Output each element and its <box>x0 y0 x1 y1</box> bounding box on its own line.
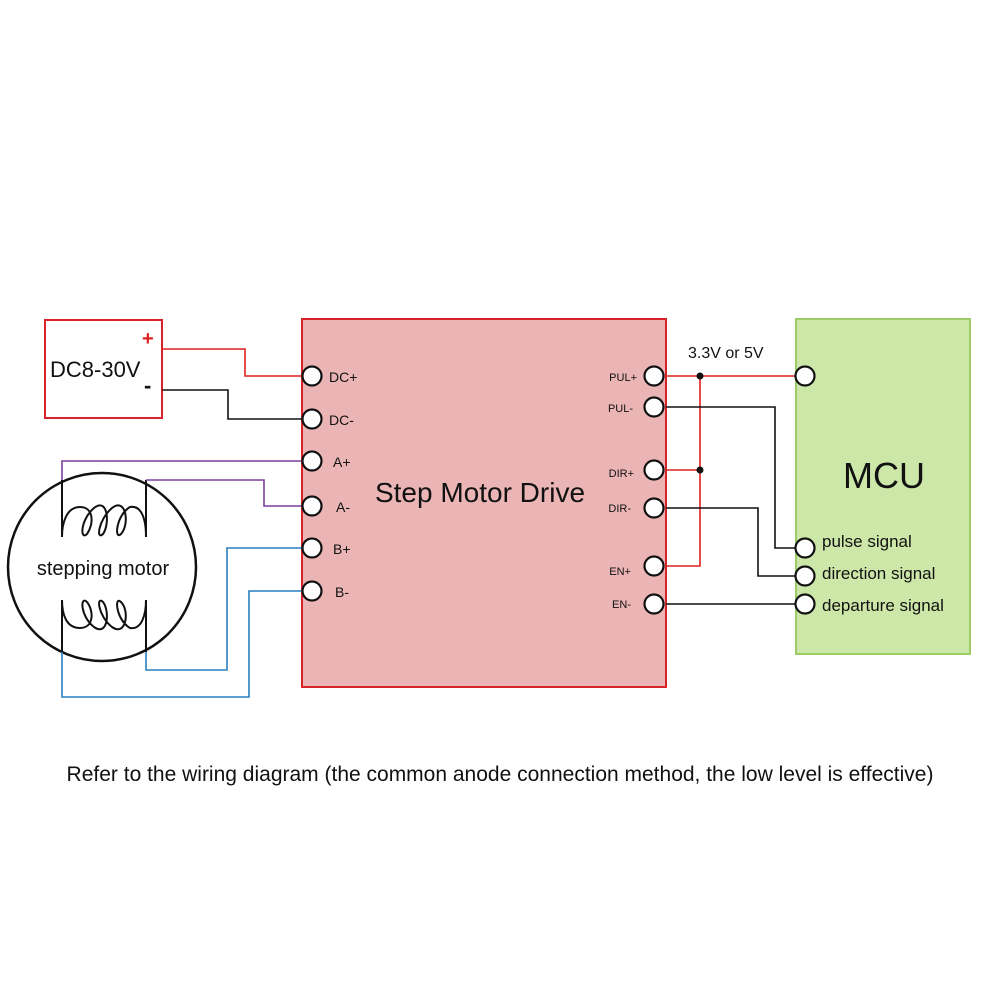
mcu-terminal-pulse <box>794 537 816 559</box>
terminal-pul-plus <box>643 365 665 387</box>
wire-a-minus <box>146 479 302 507</box>
diagram-caption: Refer to the wiring diagram (the common … <box>67 763 934 786</box>
power-supply: DC8-30V + - <box>44 319 163 419</box>
terminal-label-a-minus: A- <box>336 499 350 515</box>
terminal-b-minus <box>301 580 323 602</box>
terminal-a-minus <box>301 495 323 517</box>
terminal-label-a-plus: A+ <box>333 454 351 470</box>
power-supply-minus-sign: - <box>144 373 151 398</box>
mcu-terminal-departure <box>794 593 816 615</box>
coil-a-icon <box>61 480 147 538</box>
terminal-label-b-minus: B- <box>335 584 349 600</box>
terminal-label-en-plus: EN+ <box>609 566 631 578</box>
signal-voltage-label: 3.3V or 5V <box>688 345 764 362</box>
terminal-a-plus <box>301 450 323 472</box>
mcu-terminal-direction <box>794 565 816 587</box>
driver-left-terminals: DC+ DC- A+ A- B+ B- <box>301 365 357 602</box>
stepping-motor-label: stepping motor <box>37 558 170 580</box>
driver-box <box>301 318 667 688</box>
terminal-label-dir-minus: DIR- <box>608 503 631 515</box>
terminal-label-dc-minus: DC- <box>329 412 354 428</box>
terminal-b-plus <box>301 537 323 559</box>
mcu-title: MCU <box>843 455 925 496</box>
stepping-motor-body <box>6 471 198 663</box>
terminal-en-plus <box>643 555 665 577</box>
step-motor-driver: Step Motor Drive <box>301 318 667 688</box>
terminal-dir-plus <box>643 459 665 481</box>
power-supply-label: DC8-30V <box>50 357 141 382</box>
junction-dot <box>696 466 704 474</box>
mcu-pin-label-departure: departure signal <box>822 596 944 615</box>
terminal-en-minus <box>643 593 665 615</box>
terminal-label-en-minus: EN- <box>612 599 631 611</box>
mcu-terminal-vcc <box>794 365 816 387</box>
wire-dc-minus <box>162 389 302 420</box>
terminal-dc-minus <box>301 408 323 430</box>
wire-b-plus <box>145 547 302 671</box>
terminal-dir-minus <box>643 497 665 519</box>
wire-a-plus <box>61 460 302 480</box>
mcu-box <box>795 318 971 655</box>
power-supply-box <box>44 319 163 419</box>
mcu-pin-label-direction: direction signal <box>822 564 935 583</box>
stepping-motor: stepping motor <box>6 471 198 663</box>
wires <box>61 348 796 698</box>
junction-dot <box>696 372 704 380</box>
power-supply-plus-sign: + <box>142 328 154 350</box>
wire-common-anode <box>666 376 701 567</box>
terminal-dc-plus <box>301 365 323 387</box>
terminal-label-dir-plus: DIR+ <box>609 468 634 480</box>
terminal-label-b-plus: B+ <box>333 541 351 557</box>
coil-b-icon <box>61 599 147 652</box>
driver-right-terminals: PUL+ PUL- DIR+ DIR- EN+ EN- <box>608 365 665 615</box>
mcu-terminals: pulse signal direction signal departure … <box>794 365 944 615</box>
wire-pul-minus <box>666 406 796 549</box>
terminal-label-dc-plus: DC+ <box>329 369 357 385</box>
driver-title: Step Motor Drive <box>375 477 585 508</box>
terminal-label-pul-minus: PUL- <box>608 403 633 415</box>
wire-dir-minus <box>666 507 796 577</box>
terminal-label-pul-plus: PUL+ <box>609 372 637 384</box>
wire-b-minus <box>61 590 302 698</box>
terminal-pul-minus <box>643 396 665 418</box>
mcu: MCU <box>795 318 971 655</box>
wire-dc-plus <box>162 348 302 377</box>
mcu-pin-label-pulse: pulse signal <box>822 532 912 551</box>
